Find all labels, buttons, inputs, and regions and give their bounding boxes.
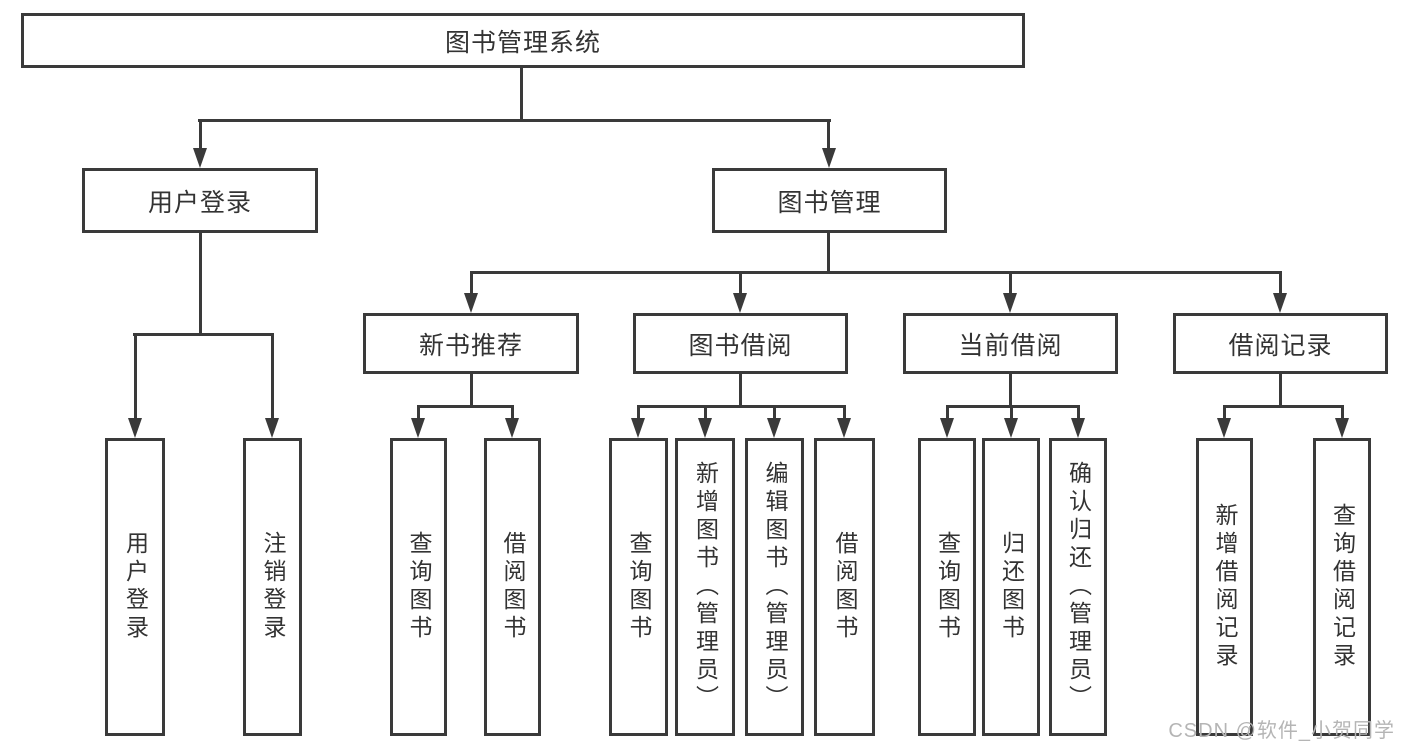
connector-line [739,374,742,407]
node-borrow-records: 借阅记录 [1173,313,1388,374]
node-root-label: 图书管理系统 [444,28,601,57]
arrow-down-icon [1071,418,1085,438]
connector-line [1223,405,1343,408]
arrow-down-icon [822,148,836,168]
connector-line [946,405,949,419]
leaf-records-query-record: 查询借阅记录 [1313,438,1371,736]
arrow-down-icon [698,418,712,438]
connector-line [1279,374,1282,407]
connector-line [1341,405,1344,419]
connector-line [1010,405,1013,419]
arrow-down-icon [1335,418,1349,438]
connector-line [470,271,1281,274]
arrow-down-icon [1003,293,1017,313]
connector-line [417,405,513,408]
connector-line [1279,271,1282,295]
connector-line [843,405,846,419]
connector-line [1009,374,1012,407]
connector-line [198,119,831,122]
leaf-borrow-add-books-admin-label: 新增图书（管理员） [692,461,719,713]
connector-line [520,68,523,121]
leaf-current-query-books: 查询图书 [918,438,976,736]
leaf-logout: 注销登录 [243,438,302,736]
connector-line [470,271,473,295]
node-current-borrow-label: 当前借阅 [958,331,1063,360]
arrow-down-icon [940,418,954,438]
connector-line [827,233,830,273]
arrow-down-icon [1273,293,1287,313]
node-user-login-label: 用户登录 [147,188,252,217]
leaf-current-confirm-return-admin: 确认归还（管理员） [1049,438,1107,736]
node-root: 图书管理系统 [21,13,1025,68]
connector-line [1223,405,1226,419]
csdn-watermark: CSDN @软件_小贺同学 [1168,720,1395,742]
arrow-down-icon [837,418,851,438]
leaf-current-query-books-label: 查询图书 [934,531,961,643]
node-new-book-recommend-label: 新书推荐 [418,331,523,360]
connector-line [199,233,202,336]
leaf-borrow-query-books-label: 查询图书 [626,531,652,643]
connector-line [704,405,707,419]
leaf-borrow-edit-books-admin: 编辑图书（管理员） [745,438,804,736]
connector-line [417,405,420,419]
node-book-borrow-label: 图书借阅 [688,331,793,360]
connector-line [637,405,640,419]
leaf-current-return-books-label: 归还图书 [998,531,1025,643]
leaf-recommend-query-books-label: 查询图书 [406,531,432,643]
arrow-down-icon [193,148,207,168]
connector-line [470,374,473,407]
leaf-borrow-borrow-books-label: 借阅图书 [832,531,858,643]
leaf-borrow-query-books: 查询图书 [609,438,668,736]
leaf-recommend-borrow-books-label: 借阅图书 [500,531,526,643]
arrow-down-icon [128,418,142,438]
connector-line [739,271,742,295]
node-borrow-records-label: 借阅记录 [1228,331,1333,360]
node-book-management: 图书管理 [712,168,947,233]
connector-line [511,405,514,419]
leaf-records-add-record: 新增借阅记录 [1196,438,1253,736]
arrow-down-icon [464,293,478,313]
node-book-borrow: 图书借阅 [633,313,848,374]
leaf-user-login: 用户登录 [105,438,165,736]
connector-line [773,405,776,419]
connector-line [1009,271,1012,295]
leaf-recommend-query-books: 查询图书 [390,438,447,736]
node-current-borrow: 当前借阅 [903,313,1118,374]
node-book-management-label: 图书管理 [777,188,882,217]
connector-line [1077,405,1080,419]
node-user-login: 用户登录 [82,168,318,233]
leaf-borrow-edit-books-admin-label: 编辑图书（管理员） [762,461,788,713]
arrow-down-icon [505,418,519,438]
connector-line [133,333,274,336]
arrow-down-icon [733,293,747,313]
arrow-down-icon [767,418,781,438]
arrow-down-icon [265,418,279,438]
arrow-down-icon [411,418,425,438]
node-new-book-recommend: 新书推荐 [363,313,579,374]
connector-line [271,333,274,418]
arrow-down-icon [1004,418,1018,438]
leaf-current-return-books: 归还图书 [982,438,1040,736]
leaf-borrow-borrow-books: 借阅图书 [814,438,875,736]
connector-line [637,405,844,408]
leaf-user-login-label: 用户登录 [122,531,149,643]
leaf-borrow-add-books-admin: 新增图书（管理员） [675,438,735,736]
arrow-down-icon [631,418,645,438]
leaf-logout-label: 注销登录 [260,531,286,643]
leaf-records-query-record-label: 查询借阅记录 [1329,503,1356,671]
connector-line [199,119,202,150]
arrow-down-icon [1217,418,1231,438]
leaf-current-confirm-return-admin-label: 确认归还（管理员） [1065,461,1092,713]
connector-line [827,119,830,150]
leaf-recommend-borrow-books: 借阅图书 [484,438,541,736]
leaf-records-add-record-label: 新增借阅记录 [1212,503,1238,671]
connector-line [134,333,137,418]
